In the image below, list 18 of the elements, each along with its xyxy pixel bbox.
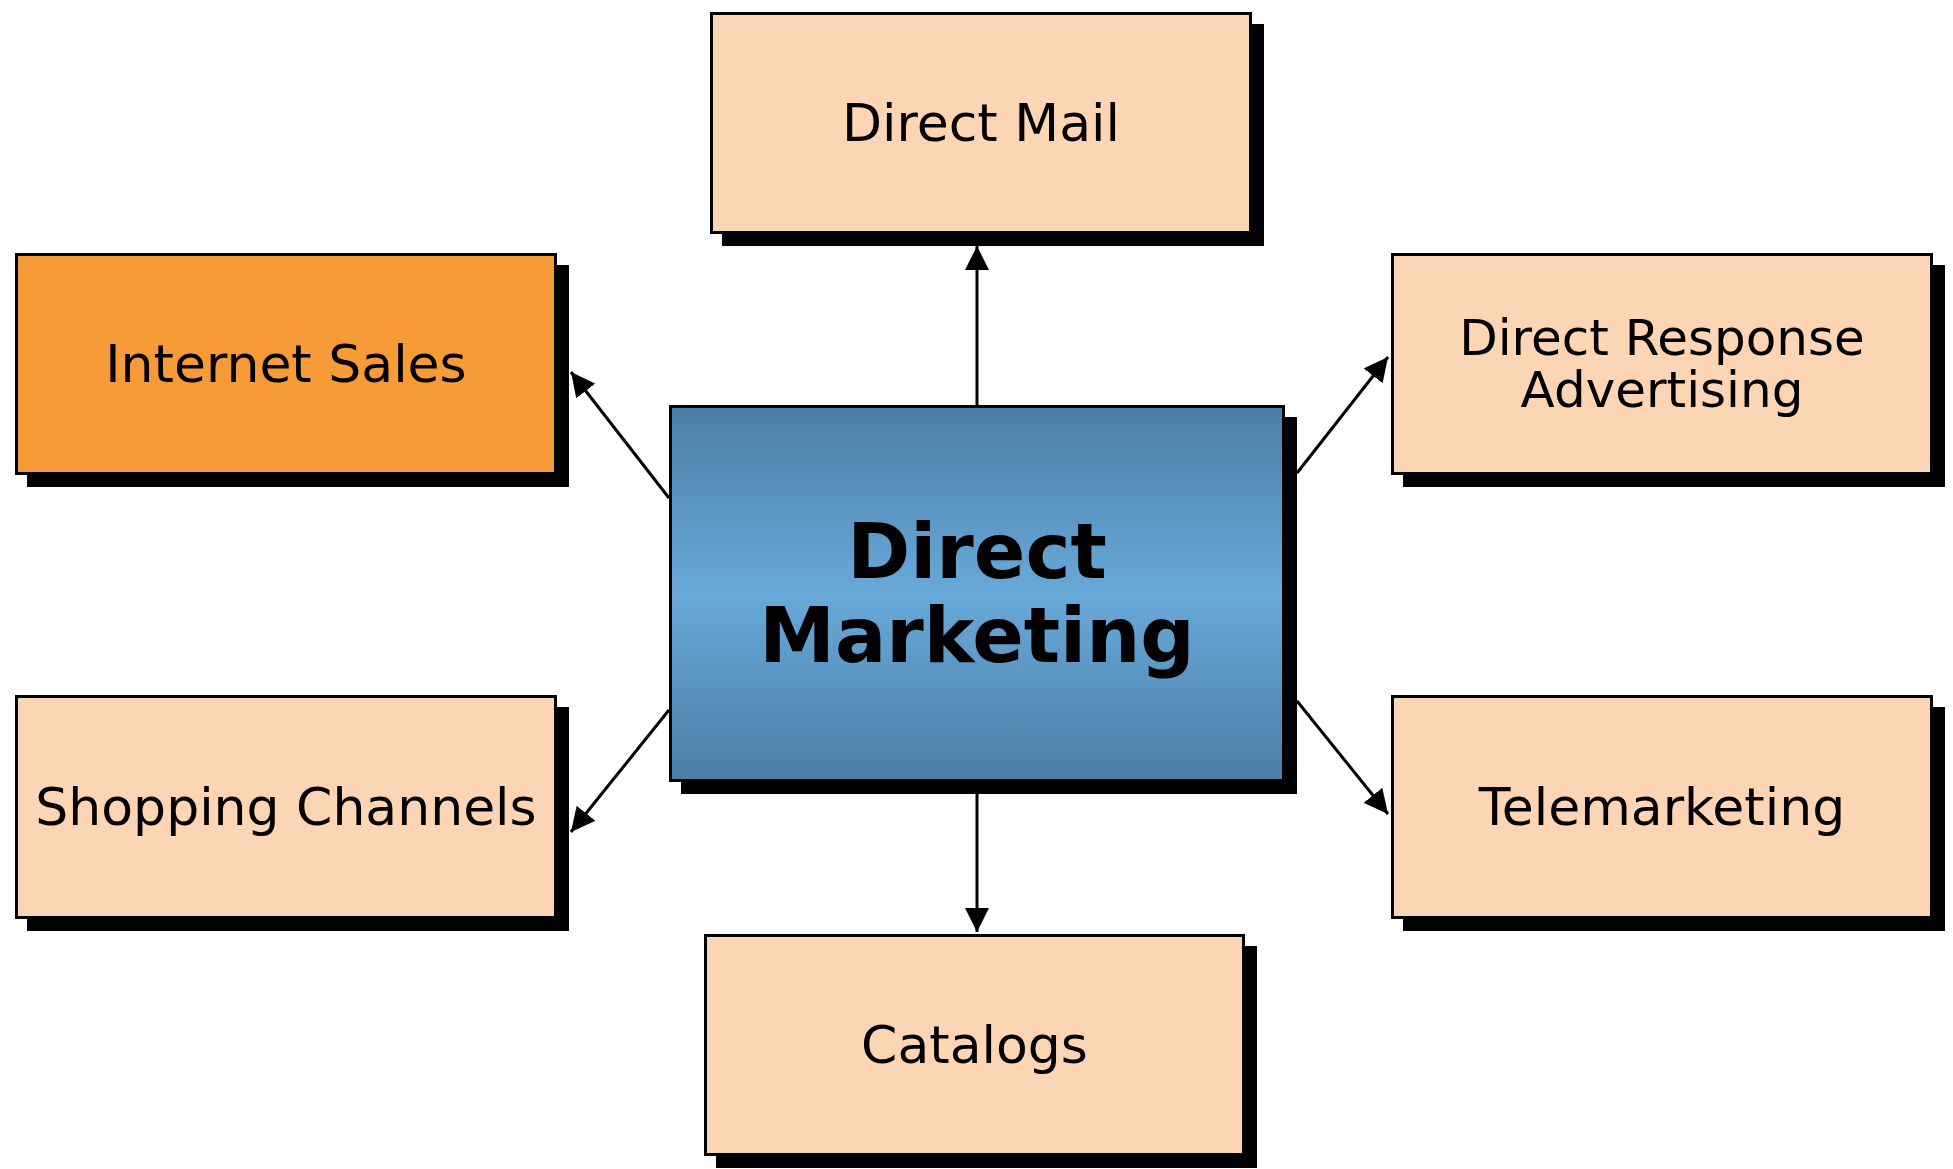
channel-box	[15, 253, 569, 487]
channel-box	[1391, 695, 1945, 931]
hub-box	[669, 405, 1297, 794]
node-label: Direct Response Advertising	[1458, 311, 1866, 417]
arrow	[569, 371, 671, 499]
arrow	[965, 246, 989, 405]
node-label: Catalogs	[861, 1013, 1088, 1077]
channel-box	[704, 934, 1257, 1168]
node-label: Direct Mail	[842, 91, 1120, 155]
channel-box	[15, 695, 569, 931]
arrow	[569, 709, 671, 833]
arrow	[965, 794, 989, 932]
node-label: Internet Sales	[105, 332, 467, 396]
channel-box	[710, 12, 1264, 246]
node-label: Shopping Channels	[35, 775, 537, 839]
node-label: Direct Marketing	[758, 509, 1196, 678]
channel-box	[1391, 253, 1945, 487]
node-label: Telemarketing	[1478, 775, 1846, 839]
